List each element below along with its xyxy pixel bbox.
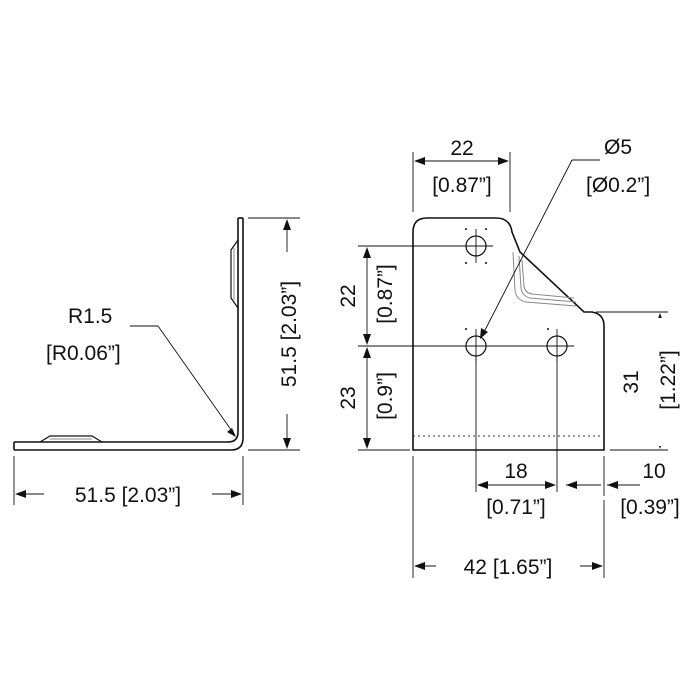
hole-diameter-label: Ø5 (604, 136, 632, 159)
front-view: 22 [0.87”] Ø5 [Ø0.2”] 22 [0.87”] 23 [0.9… (337, 134, 680, 580)
lower-height-label: 23 (337, 386, 360, 409)
hole-diameter-label-inch: [Ø0.2”] (586, 174, 650, 197)
right-height-label: 31 (620, 370, 643, 393)
top-width-label: 22 (450, 137, 473, 160)
radius-leader (157, 325, 235, 435)
top-width-label-inch: [0.87”] (432, 174, 492, 197)
hole-diameter-leader (481, 159, 573, 337)
overall-width-label: 42 [1.65”] (464, 556, 553, 579)
upper-spacing-label: 22 (337, 284, 360, 307)
horizontal-rib (39, 435, 103, 443)
radius-label: R1.5 (68, 305, 112, 328)
width-label: 51.5 [2.03”] (75, 484, 181, 507)
right-height-label-inch: [1.22”] (657, 350, 680, 410)
edge-offset-label-inch: [0.39”] (620, 496, 680, 519)
hole-spacing-label: 18 (504, 460, 527, 483)
edge-offset-label: 10 (642, 460, 665, 483)
bracket-inner-edge (14, 218, 244, 451)
height-label: 51.5 [2.03”] (278, 281, 301, 387)
vertical-rib (230, 239, 239, 309)
side-view: R1.5 [R0.06”] 51.5 [2.03”] 51.5 [2.03”] (13, 217, 304, 508)
hole-spacing-label-inch: [0.71”] (486, 496, 546, 519)
radius-label-inch: [R0.06”] (46, 342, 121, 365)
corner-rib (512, 251, 577, 307)
lower-height-label-inch: [0.9”] (374, 372, 397, 420)
upper-spacing-label-inch: [0.87”] (374, 264, 397, 324)
bracket-outer-edge (14, 218, 239, 443)
plate-outline (412, 217, 605, 451)
